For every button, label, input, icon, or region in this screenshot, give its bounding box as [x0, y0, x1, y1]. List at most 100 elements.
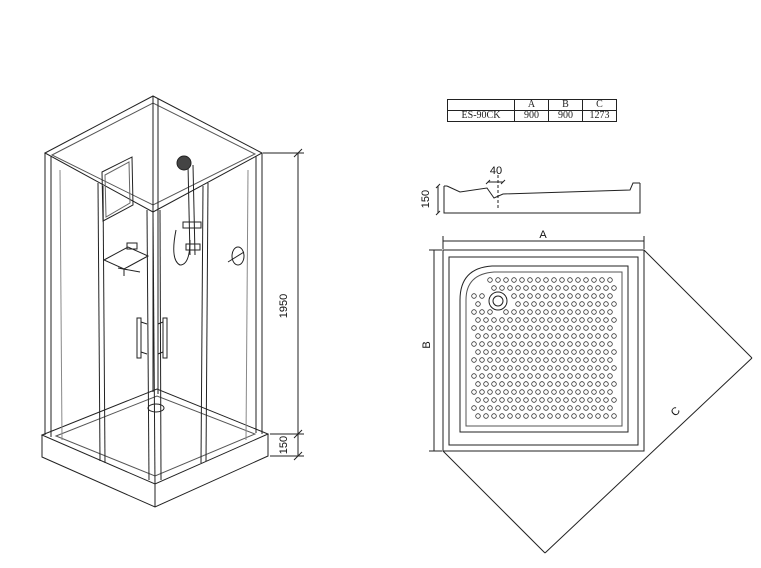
anti-slip-dot	[483, 365, 489, 371]
tray-width-label: 40	[490, 165, 502, 177]
anti-slip-dot	[571, 349, 577, 355]
anti-slip-dot	[551, 341, 557, 347]
anti-slip-dot	[555, 349, 561, 355]
anti-slip-dot	[491, 381, 497, 387]
anti-slip-dot	[515, 333, 521, 339]
anti-slip-dot	[595, 317, 601, 323]
anti-slip-dot	[539, 413, 545, 419]
anti-slip-dot	[595, 333, 601, 339]
anti-slip-dot	[591, 309, 597, 315]
anti-slip-dot	[611, 333, 617, 339]
anti-slip-dot	[527, 405, 533, 411]
anti-slip-dot	[527, 389, 533, 395]
anti-slip-dot	[611, 285, 617, 291]
anti-slip-dot	[611, 301, 617, 307]
anti-slip-dot	[555, 381, 561, 387]
anti-slip-dot	[535, 325, 541, 331]
anti-slip-pattern	[471, 277, 617, 419]
anti-slip-dot	[543, 277, 549, 283]
anti-slip-dot	[595, 285, 601, 291]
anti-slip-dot	[599, 389, 605, 395]
anti-slip-dot	[611, 365, 617, 371]
anti-slip-dot	[583, 309, 589, 315]
anti-slip-dot	[471, 293, 477, 299]
anti-slip-dot	[551, 357, 557, 363]
anti-slip-dot	[611, 397, 617, 403]
anti-slip-dot	[587, 397, 593, 403]
anti-slip-dot	[515, 413, 521, 419]
anti-slip-dot	[571, 413, 577, 419]
anti-slip-dot	[579, 365, 585, 371]
anti-slip-dot	[599, 373, 605, 379]
anti-slip-dot	[539, 301, 545, 307]
anti-slip-dot	[559, 277, 565, 283]
anti-slip-dot	[607, 357, 613, 363]
dimension-c-label: C	[669, 405, 683, 419]
anti-slip-dot	[567, 309, 573, 315]
anti-slip-dot	[499, 397, 505, 403]
anti-slip-dot	[575, 389, 581, 395]
anti-slip-dot	[559, 389, 565, 395]
anti-slip-dot	[543, 325, 549, 331]
tray-section	[435, 175, 641, 216]
anti-slip-dot	[495, 277, 501, 283]
dimension-b-label: B	[421, 341, 433, 348]
anti-slip-dot	[579, 333, 585, 339]
anti-slip-dot	[607, 309, 613, 315]
anti-slip-dot	[511, 309, 517, 315]
anti-slip-dot	[519, 293, 525, 299]
anti-slip-dot	[567, 389, 573, 395]
anti-slip-dot	[495, 389, 501, 395]
anti-slip-dot	[523, 333, 529, 339]
spec-table-header: A B C	[447, 99, 617, 111]
anti-slip-dot	[511, 325, 517, 331]
anti-slip-dot	[543, 373, 549, 379]
anti-slip-dot	[611, 381, 617, 387]
anti-slip-dot	[543, 309, 549, 315]
anti-slip-dot	[515, 285, 521, 291]
anti-slip-dot	[555, 333, 561, 339]
anti-slip-dot	[491, 333, 497, 339]
anti-slip-dot	[591, 293, 597, 299]
anti-slip-dot	[515, 317, 521, 323]
anti-slip-dot	[591, 389, 597, 395]
cabin-base-label: 150	[278, 436, 290, 454]
anti-slip-dot	[479, 405, 485, 411]
anti-slip-dot	[491, 397, 497, 403]
tray-height-label: 150	[420, 190, 432, 208]
anti-slip-dot	[559, 357, 565, 363]
anti-slip-dot	[611, 413, 617, 419]
anti-slip-dot	[491, 413, 497, 419]
anti-slip-dot	[491, 285, 497, 291]
anti-slip-dot	[499, 365, 505, 371]
anti-slip-dot	[599, 325, 605, 331]
anti-slip-dot	[519, 277, 525, 283]
anti-slip-dot	[503, 277, 509, 283]
anti-slip-dot	[567, 405, 573, 411]
anti-slip-dot	[475, 413, 481, 419]
anti-slip-dot	[475, 301, 481, 307]
anti-slip-dot	[603, 317, 609, 323]
anti-slip-dot	[487, 373, 493, 379]
anti-slip-dot	[495, 373, 501, 379]
anti-slip-dot	[519, 309, 525, 315]
anti-slip-dot	[471, 325, 477, 331]
anti-slip-dot	[547, 285, 553, 291]
anti-slip-dot	[531, 285, 537, 291]
anti-slip-dot	[587, 317, 593, 323]
anti-slip-dot	[511, 341, 517, 347]
anti-slip-dot	[575, 357, 581, 363]
anti-slip-dot	[563, 349, 569, 355]
spec-table-row: ES-90CK 900 900 1273	[447, 110, 617, 122]
anti-slip-dot	[591, 357, 597, 363]
anti-slip-dot	[499, 381, 505, 387]
anti-slip-dot	[607, 405, 613, 411]
anti-slip-dot	[607, 325, 613, 331]
anti-slip-dot	[507, 381, 513, 387]
anti-slip-dot	[487, 341, 493, 347]
anti-slip-dot	[535, 389, 541, 395]
anti-slip-dot	[599, 341, 605, 347]
anti-slip-dot	[487, 325, 493, 331]
anti-slip-dot	[587, 301, 593, 307]
anti-slip-dot	[527, 373, 533, 379]
